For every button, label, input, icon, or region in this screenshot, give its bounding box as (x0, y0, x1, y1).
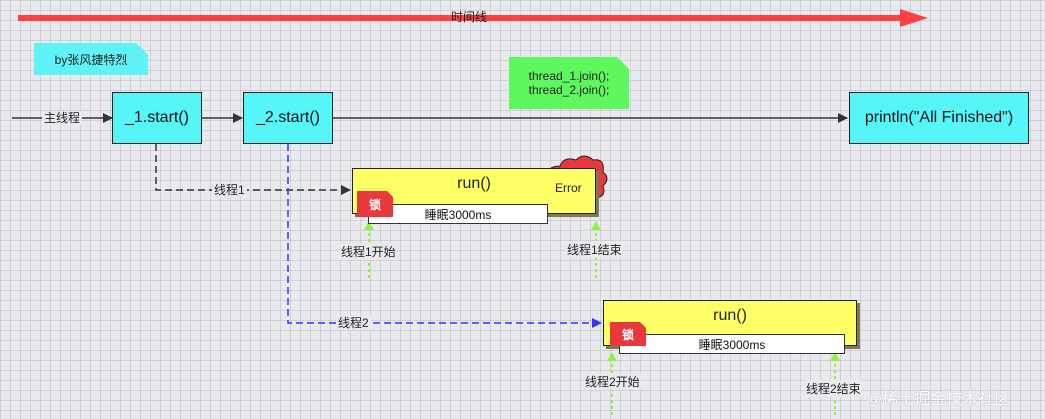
thread1-start-label: 线程1开始 (340, 243, 397, 260)
thread2-path (287, 144, 602, 328)
thread1-path (155, 144, 351, 195)
thread2-lock-text: 锁 (621, 327, 634, 342)
thread1-sleep-text: 睡眠3000ms (424, 207, 492, 222)
thread1-lock-badge: 锁 (357, 191, 393, 217)
thread1-sleep-box: 睡眠3000ms (368, 204, 548, 224)
thread2-run-text: run() (713, 307, 747, 324)
thread2-start-node: _2.start() (243, 92, 333, 144)
thread2-end-label: 线程2结束 (805, 380, 862, 397)
join-note-line-2: thread_2.join(); (528, 83, 610, 97)
thread2-start-text: _2.start() (255, 109, 320, 126)
thread2-sleep-text: 睡眠3000ms (698, 337, 766, 352)
finish-text: println("All Finished") (864, 109, 1014, 126)
timeline-arrow (18, 9, 928, 27)
join-note-line-1: thread_1.join(); (528, 69, 610, 83)
author-note-text: by张风捷特烈 (54, 52, 128, 67)
thread2-lock-badge: 锁 (610, 322, 646, 346)
error-label: Error (555, 181, 582, 195)
watermark: @稀土掘金技术社区 (866, 391, 1011, 408)
finish-node: println("All Finished") (849, 92, 1029, 144)
join-note: thread_1.join(); thread_2.join(); (509, 57, 629, 109)
thread2-sleep-box: 睡眠3000ms (619, 334, 845, 354)
thread2-edge-label: 线程2 (336, 316, 371, 330)
thread1-lock-text: 锁 (368, 197, 381, 212)
timeline-label: 时间线 (451, 10, 488, 24)
thread1-start-node: _1.start() (112, 92, 202, 144)
thread1-edge-label: 线程1 (212, 183, 247, 197)
main-thread-label: 主线程 (42, 111, 83, 125)
thread1-end-label: 线程1结束 (566, 241, 623, 258)
thread1-start-text: _1.start() (124, 109, 189, 126)
thread1-run-text: run() (457, 175, 491, 192)
thread2-start-label: 线程2开始 (584, 373, 641, 390)
author-note: by张风捷特烈 (34, 43, 148, 75)
